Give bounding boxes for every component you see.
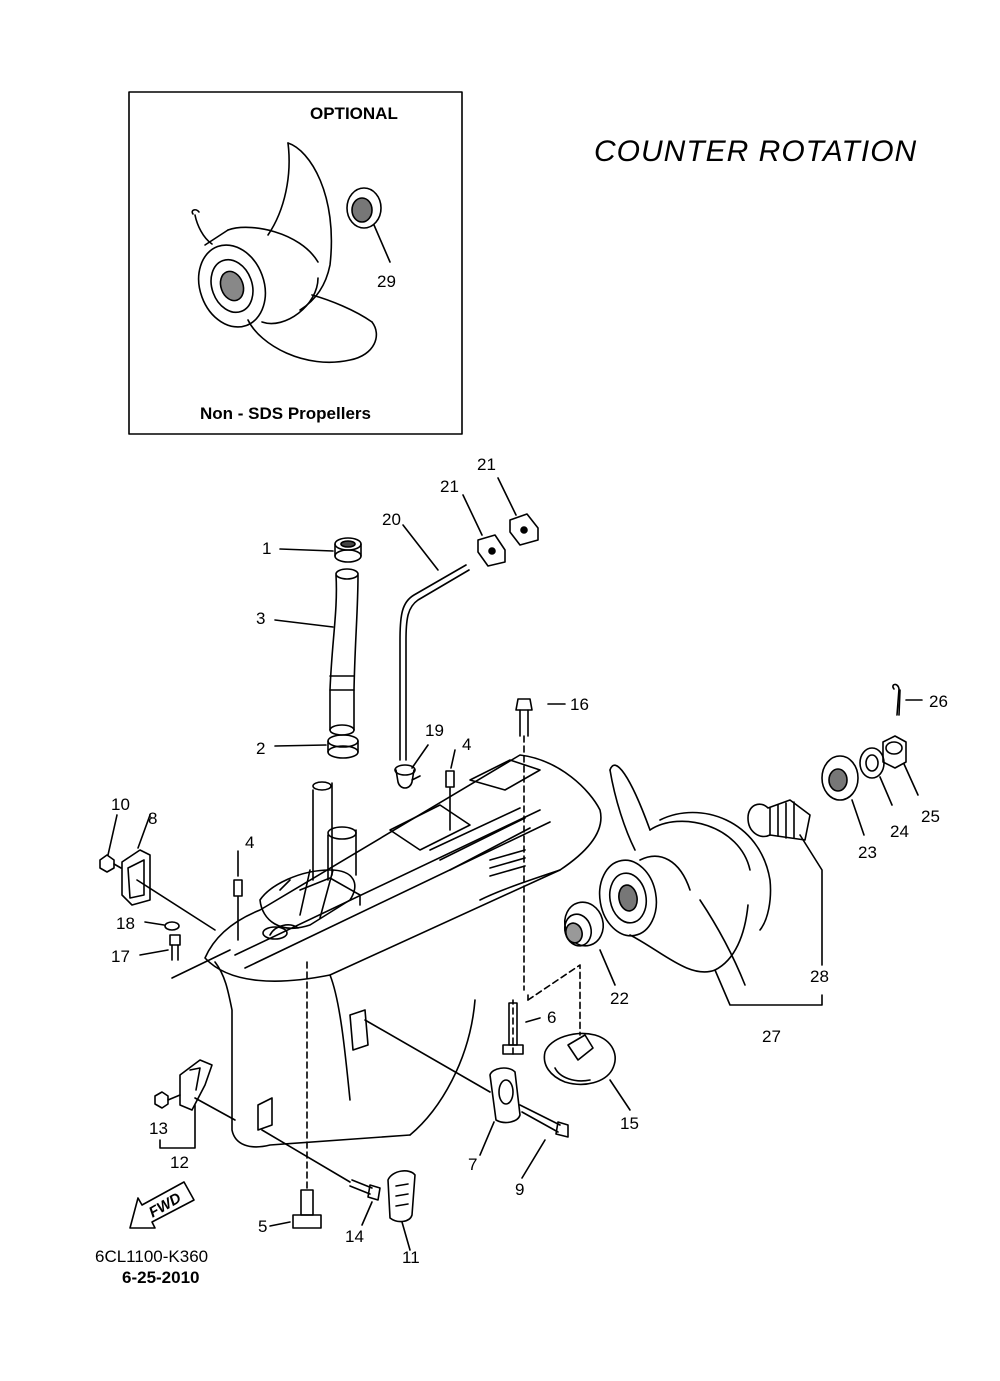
callout-26: 26	[929, 692, 948, 711]
part-23-washer	[821, 755, 865, 836]
part-2-seal	[274, 734, 359, 759]
part-29-spline-washer	[346, 187, 391, 263]
part-21-clip-b	[497, 477, 539, 546]
part-19-fitting	[394, 744, 429, 789]
part-18-o-ring	[144, 921, 180, 931]
callout-27: 27	[762, 1027, 781, 1046]
part-6-bolt	[502, 999, 541, 1055]
callout-21a: 21	[440, 477, 459, 496]
callout-7: 7	[468, 1155, 477, 1174]
part-17-screw	[139, 934, 231, 979]
callout-28: 28	[810, 967, 829, 986]
part-4-dowel-a	[233, 850, 243, 941]
part-25-nut	[882, 735, 919, 796]
part-14-screw	[261, 1129, 381, 1226]
callout-15: 15	[620, 1114, 639, 1133]
part-16-bolt	[515, 698, 566, 991]
callout-9: 9	[515, 1180, 524, 1199]
part-26-cotter-pin	[892, 683, 923, 716]
part-24-washer	[859, 747, 893, 806]
callout-3: 3	[256, 609, 265, 628]
part-11-trim-tab	[387, 1170, 416, 1251]
part-22-spacer	[563, 901, 616, 986]
part-1-grommet	[279, 537, 362, 563]
callout-24: 24	[890, 822, 909, 841]
callout-1: 1	[262, 539, 271, 558]
callout-8: 8	[148, 809, 157, 828]
diagram-date: 6-25-2010	[122, 1268, 200, 1287]
part-15-anode	[527, 964, 631, 1111]
part-5-bolt	[269, 959, 322, 1229]
inset-callout-29: 29	[377, 272, 396, 291]
part-3-water-tube	[274, 568, 359, 736]
callout-10: 10	[111, 795, 130, 814]
diagram-code: 6CL1100-K360	[95, 1247, 209, 1266]
inset-caption: Non - SDS Propellers	[200, 404, 371, 423]
part-27-propeller	[598, 764, 823, 1006]
callout-18: 18	[116, 914, 135, 933]
part-10-nut	[99, 814, 122, 873]
callout-14: 14	[345, 1227, 364, 1246]
callout-4b: 4	[462, 735, 471, 754]
callout-25: 25	[921, 807, 940, 826]
callout-5: 5	[258, 1217, 267, 1236]
callout-12: 12	[170, 1153, 189, 1172]
callout-20: 20	[382, 510, 401, 529]
callout-19: 19	[425, 721, 444, 740]
part-7-anode-block	[364, 1019, 521, 1156]
part-13-nut	[154, 1091, 181, 1109]
callout-2: 2	[256, 739, 265, 758]
fwd-arrow	[129, 1181, 195, 1229]
part-21-clip-a	[462, 494, 506, 567]
part-4-dowel-b	[445, 749, 456, 831]
callout-23: 23	[858, 843, 877, 862]
page-title: COUNTER ROTATION	[594, 135, 918, 168]
callout-16: 16	[570, 695, 589, 714]
callout-21b: 21	[477, 455, 496, 474]
part-28-hub-spline	[747, 799, 823, 966]
inset-propeller-drawing	[191, 142, 378, 364]
callout-labels: 1 2 3 4 4 5 6 7 8 9 10 11 12 13 14 15 16…	[111, 272, 948, 1267]
part-8-cover	[121, 814, 216, 931]
inset-title: OPTIONAL	[310, 104, 398, 123]
callout-6: 6	[547, 1008, 556, 1027]
part-12-bracket	[159, 1059, 236, 1149]
part-9-bolt	[519, 1104, 569, 1179]
callout-22: 22	[610, 989, 629, 1008]
callout-11: 11	[402, 1248, 420, 1267]
part-20-pipe	[399, 524, 470, 761]
callout-17: 17	[111, 947, 130, 966]
lower-gearcase-housing	[204, 754, 602, 1148]
callout-4a: 4	[245, 833, 254, 852]
optional-inset-frame	[128, 91, 463, 435]
driveshaft	[312, 781, 357, 881]
callout-13: 13	[149, 1119, 168, 1138]
